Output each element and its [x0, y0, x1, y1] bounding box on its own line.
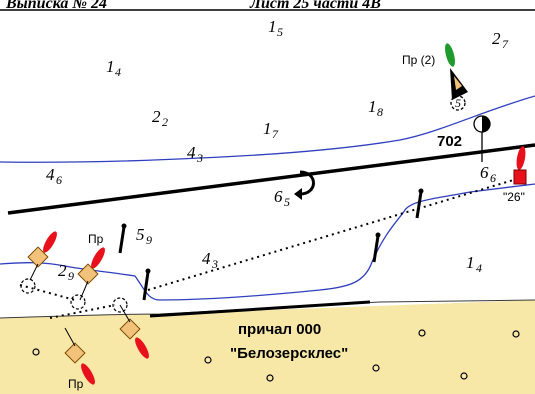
sounding-sub: 3	[211, 257, 218, 271]
buoy-label-top: Пр (2)	[402, 53, 435, 67]
sounding-int: 1	[368, 97, 377, 116]
leading-line	[49, 304, 116, 319]
depth-contour-lower	[0, 183, 535, 301]
buoy-label-right: "26"	[503, 190, 525, 204]
sounding-int: 6	[274, 187, 283, 206]
channel-mark	[415, 188, 424, 219]
sounding-int: 4	[187, 143, 196, 162]
sounding-int: 1	[263, 119, 272, 138]
header-left: Выписка № 24	[5, 0, 107, 12]
sounding-int: 1	[466, 253, 475, 272]
lateral-buoy-icon	[64, 327, 95, 385]
channel-mark	[372, 232, 381, 263]
sounding-sub: 8	[377, 105, 383, 119]
mooring-points	[32, 329, 520, 382]
pier-line	[149, 300, 371, 318]
header-right: Лист 25 части 4В	[249, 0, 381, 12]
turning-area-arrow-icon	[299, 170, 315, 196]
sounding-int: 2	[152, 107, 161, 126]
channel-mark	[118, 223, 127, 254]
sounding-sub: 6	[56, 173, 62, 187]
sounding-int: 1	[268, 17, 277, 36]
sounding-sub: 9	[146, 233, 152, 247]
lateral-buoy-icon	[77, 247, 105, 301]
channel-mark	[142, 268, 151, 301]
lateral-buoy-icon	[119, 304, 149, 359]
sounding-sub: 5	[284, 195, 290, 209]
sounding-int: 2	[492, 29, 501, 48]
buoy-label-left-top: Пр	[88, 232, 104, 246]
pier-owner: "Белозерсклес"	[230, 345, 348, 362]
turning-arrow-head	[294, 188, 302, 200]
km-marker-label: 702	[437, 133, 462, 150]
buoy-position-circle	[20, 278, 36, 294]
sounding-sub: 7	[502, 37, 509, 51]
sounding-sub: 4	[476, 261, 482, 275]
pier-name: причал 000	[238, 321, 321, 338]
sounding-int: 1	[106, 57, 115, 76]
sounding-sub: 7	[272, 127, 279, 141]
depth-contour-upper	[0, 95, 535, 163]
svg-text:5: 5	[455, 96, 461, 110]
sounding-sub: 6	[490, 171, 496, 185]
lateral-buoy-icon	[513, 146, 527, 185]
cardinal-buoy-icon: 5	[445, 43, 468, 111]
sounding-int: 6	[480, 163, 489, 182]
buoy-label-left-bottom: Пр	[68, 377, 84, 391]
km-sign-icon	[473, 115, 491, 162]
sounding-int: 4	[202, 249, 211, 268]
sounding-sub: 4	[115, 65, 121, 79]
leading-line	[147, 177, 521, 291]
sounding-sub: 9	[68, 269, 74, 283]
sounding-sub: 3	[196, 151, 203, 165]
buoy-position-circle	[70, 294, 86, 310]
buoy-position-circle	[112, 297, 128, 313]
sounding-int: 4	[46, 165, 55, 184]
fairway-line	[7, 143, 535, 215]
sounding-int: 2	[58, 261, 67, 280]
lateral-buoy-icon	[27, 231, 57, 281]
sounding-sub: 2	[162, 115, 168, 129]
sounding-int: 5	[136, 225, 145, 244]
sounding-sub: 5	[277, 25, 283, 39]
